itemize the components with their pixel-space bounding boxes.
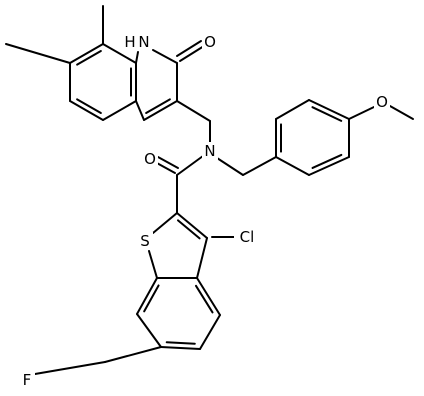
methoxy-o-label-bg [374,93,390,111]
bond-c6-cf [104,346,162,363]
bond-c2-c3 [176,212,208,239]
bond-c8a-c8 [102,43,137,64]
methoxy-oxygen-label: O [376,93,388,111]
amide-nitrogen-label: N [204,142,215,160]
bond-c6-c7 [136,313,162,348]
bond-c8a-n1 [135,51,139,64]
bond-p3-p4-inner [311,106,343,122]
bond-c5-c6 [160,346,201,350]
bond-c7-c7a [136,277,158,315]
bond-om-methyl [389,105,414,120]
bond-c3-c4 [143,100,178,121]
bond-camide-o-second [157,156,179,169]
bond-c5-c4a [102,100,137,121]
bond-p6-p1 [275,156,310,176]
bond-n-ch2b [216,157,244,176]
bond-c3-c4-inner [145,98,171,115]
amide-n-label-bg [202,142,218,160]
bond-c6-c5-inner [76,98,102,115]
bond-p4-om [348,106,375,120]
bond-c3a-c4-inner [194,284,214,314]
bond-c3-c3a [196,237,208,279]
amide-o-label-bg [142,150,158,168]
bond-c5-c6-inner [165,341,196,345]
bond-c4-c4a [135,100,145,121]
nh-hydrogen-label: H [124,33,135,51]
bond-c2-o-second [176,40,202,57]
bond-n-camide [176,155,204,176]
bond-n1-c2 [152,49,178,64]
nh-label-bg [124,33,150,51]
bond-ch2b-p1 [242,156,277,176]
quinolinone-nitrogen-label: N [138,33,149,51]
bond-p5-p6 [308,156,350,176]
bond-c3a-c4 [196,277,221,316]
bond-methyl-c7 [5,43,71,64]
bond-c7-c7a-inner [143,284,160,313]
bond-cf-f [34,361,106,375]
bond-c4-c5 [199,314,221,350]
sulfur-label-bg [137,232,153,250]
fluorine-label-bg [19,371,35,389]
chlorine-label: Cl [240,228,255,246]
bond-s-c2 [152,212,178,234]
sulfur-label: S [140,232,150,250]
bond-c2-o [179,45,205,62]
fluorine-label: F [23,371,32,389]
bond-c6-c5 [69,100,104,121]
bond-c2-c3-inner [176,219,201,240]
bonds-layer [5,5,414,375]
atom-labels-layer: H N O O N O S Cl F [19,33,390,389]
bond-p2-p3 [275,99,310,120]
carbonyl-o-label-bg [202,33,218,51]
amide-oxygen-label: O [144,150,156,168]
bond-c7a-s [148,250,158,279]
bond-c8-c7 [69,43,104,64]
bond-p3-p4 [308,99,350,120]
bond-camide-o [154,161,176,174]
bond-c3-ch2 [176,100,211,122]
chlorine-label-bg [234,228,260,246]
bond-c8-c7-inner [76,49,102,66]
quinolinone-oxygen-label: O [204,33,216,51]
bond-p5-p6-inner [311,153,343,169]
